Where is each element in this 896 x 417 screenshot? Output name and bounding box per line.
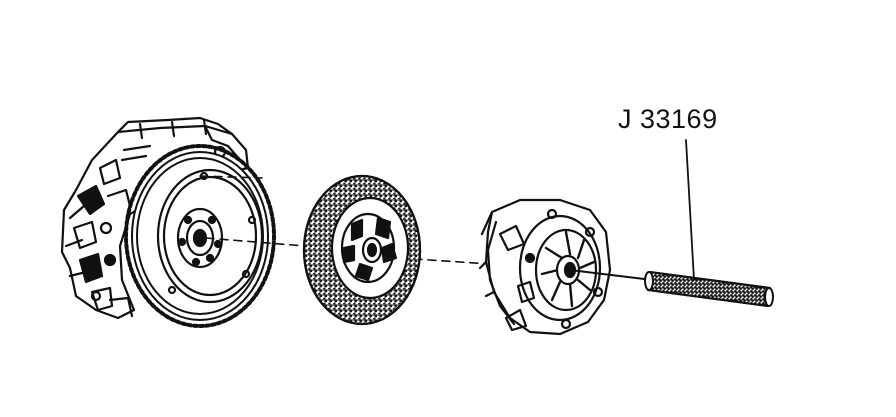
- pressure-plate: [478, 198, 612, 336]
- clutch-disc: [302, 174, 422, 326]
- flywheel: [156, 168, 264, 304]
- callout-leader-line: [685, 139, 695, 281]
- tool-callout-label: J 33169: [618, 104, 718, 134]
- clutch-alignment-tool: [569, 269, 774, 307]
